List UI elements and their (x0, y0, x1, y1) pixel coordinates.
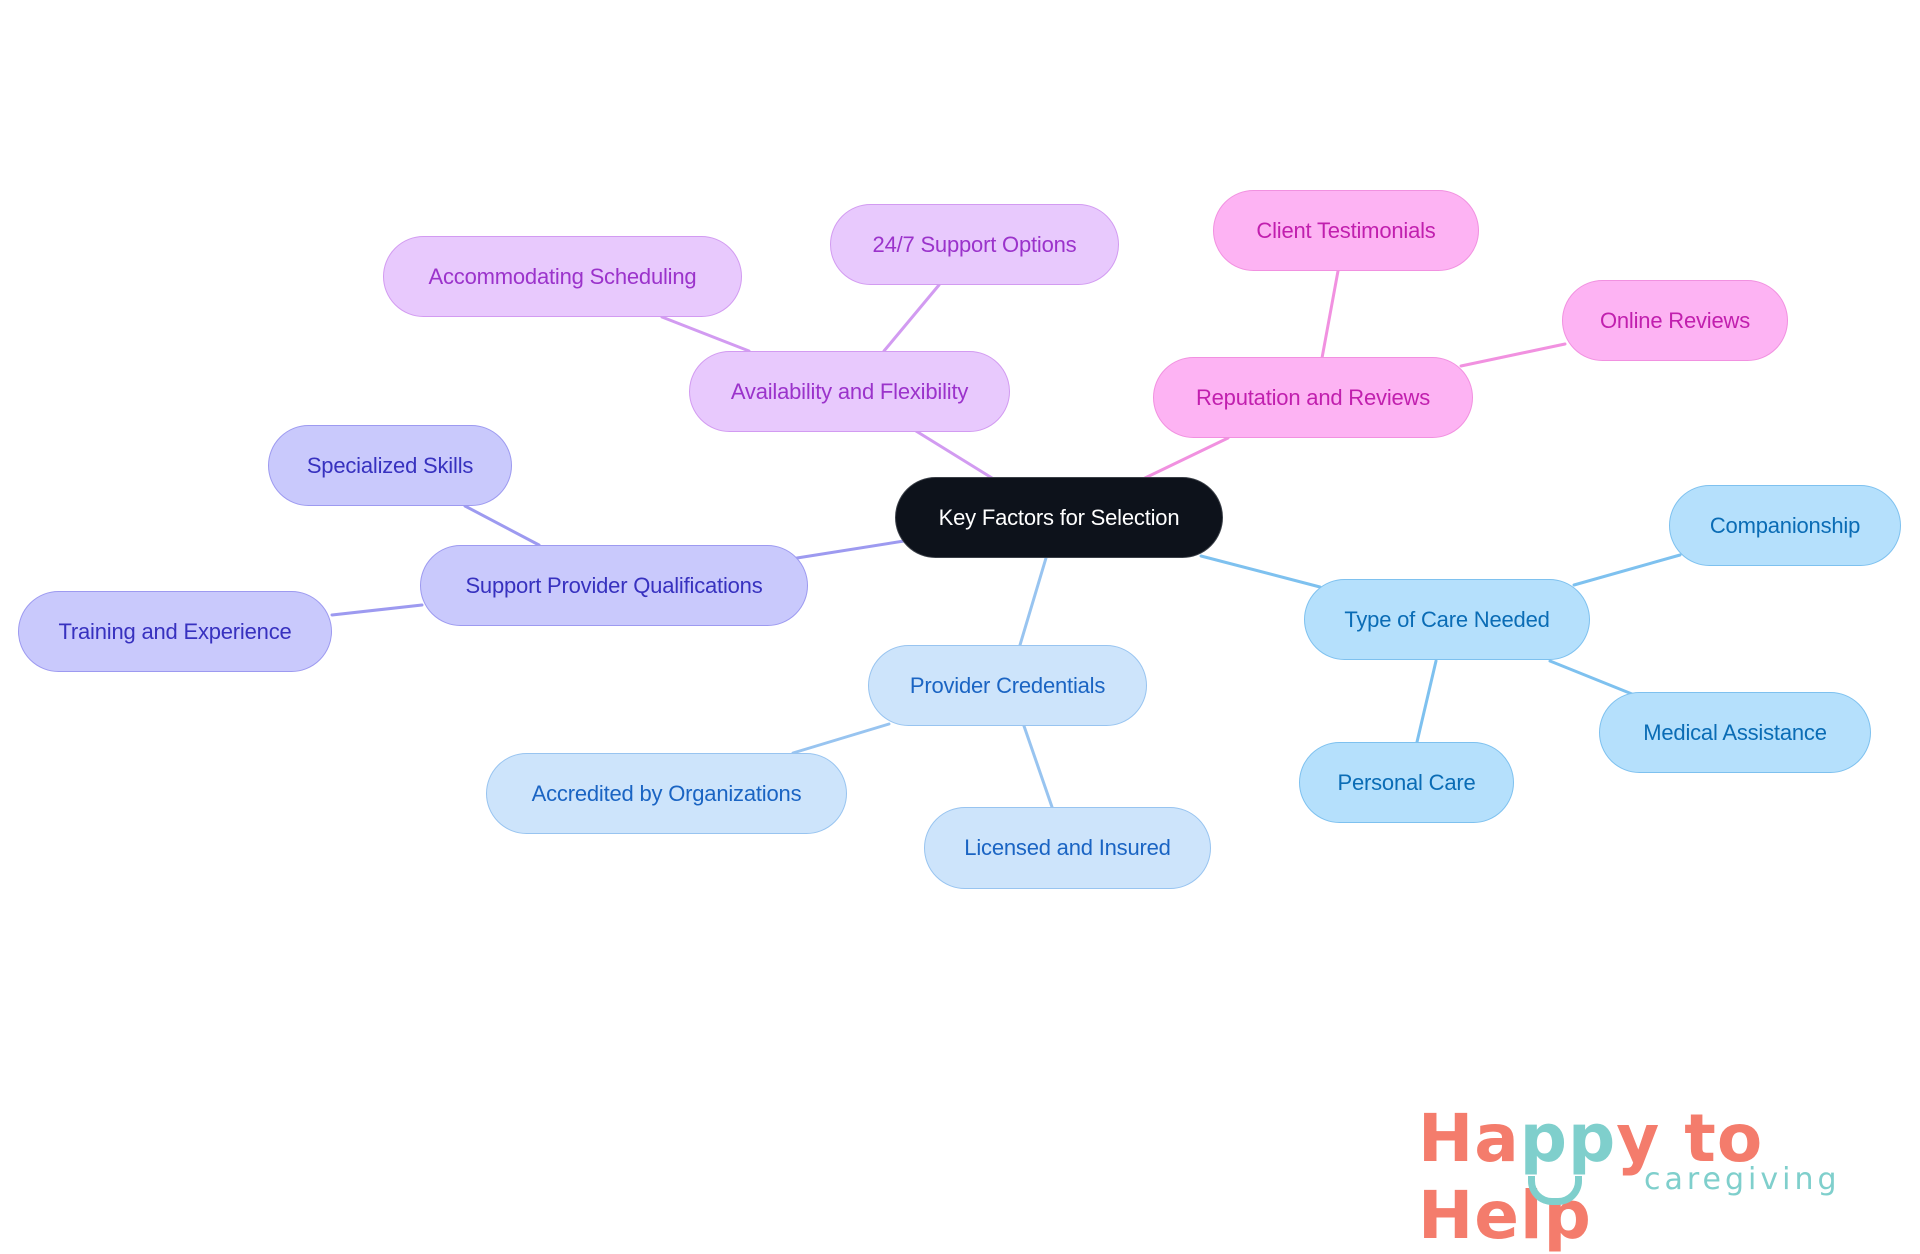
node-label: Personal Care (1337, 769, 1476, 795)
node-label: Client Testimonials (1256, 217, 1436, 243)
node-medical-assistance[interactable]: Medical Assistance (1599, 692, 1871, 773)
node-companionship[interactable]: Companionship (1669, 485, 1901, 566)
node-label: 24/7 Support Options (872, 231, 1077, 257)
node-availability-and-flexibility[interactable]: Availability and Flexibility (689, 351, 1010, 432)
edge-root-availability (914, 429, 994, 480)
node-specialized-skills[interactable]: Specialized Skills (268, 425, 512, 506)
edge-availability-accommodating (660, 315, 751, 353)
smile-icon (1528, 1176, 1582, 1205)
edge-qualifications-training (330, 603, 424, 617)
node-personal-care[interactable]: Personal Care (1299, 742, 1514, 823)
node-24-7-support-options[interactable]: 24/7 Support Options (830, 204, 1119, 285)
node-label: Type of Care Needed (1344, 606, 1550, 632)
node-online-reviews[interactable]: Online Reviews (1562, 280, 1788, 361)
node-label: Reputation and Reviews (1195, 384, 1431, 410)
node-licensed-and-insured[interactable]: Licensed and Insured (924, 807, 1211, 889)
node-label: Accommodating Scheduling (428, 263, 697, 289)
edge-credentials-licensed (1022, 724, 1054, 809)
node-label: Accredited by Organizations (531, 780, 802, 806)
edge-root-typeofcare (1199, 554, 1322, 589)
edge-reputation-testimonials (1320, 269, 1340, 360)
edge-availability-247 (882, 283, 941, 353)
edge-typeofcare-medical (1548, 659, 1634, 696)
node-label: Availability and Flexibility (730, 378, 969, 404)
mind-map-edges (330, 269, 1682, 809)
node-label: Medical Assistance (1643, 719, 1827, 745)
edge-credentials-accredited (791, 722, 891, 755)
root-node-label: Key Factors for Selection (938, 504, 1180, 530)
node-reputation-and-reviews[interactable]: Reputation and Reviews (1153, 357, 1473, 438)
node-client-testimonials[interactable]: Client Testimonials (1213, 190, 1479, 271)
node-accredited-by-organizations[interactable]: Accredited by Organizations (486, 753, 847, 834)
edge-reputation-online (1459, 342, 1567, 368)
node-label: Support Provider Qualifications (465, 572, 763, 598)
node-accommodating-scheduling[interactable]: Accommodating Scheduling (383, 236, 742, 317)
node-provider-credentials[interactable]: Provider Credentials (868, 645, 1147, 726)
node-type-of-care-needed[interactable]: Type of Care Needed (1304, 579, 1590, 660)
edge-qualifications-specialized (463, 504, 541, 547)
logo-text-pp: pp (1519, 1100, 1617, 1177)
edge-root-reputation (1143, 436, 1230, 480)
node-label: Provider Credentials (909, 672, 1106, 698)
edge-root-qualifications (795, 539, 906, 560)
node-training-and-experience[interactable]: Training and Experience (18, 591, 332, 672)
node-label: Online Reviews (1599, 307, 1751, 333)
node-support-provider-qualifications[interactable]: Support Provider Qualifications (420, 545, 808, 626)
node-label: Licensed and Insured (964, 835, 1171, 860)
edge-typeofcare-personal (1415, 659, 1438, 744)
node-label: Training and Experience (58, 618, 292, 644)
root-node[interactable]: Key Factors for Selection (895, 477, 1223, 558)
edge-root-credentials (1018, 556, 1048, 647)
happy-to-help-logo: Happy to Help caregiving (1418, 1100, 1878, 1254)
logo-text-ha: Ha (1418, 1100, 1520, 1177)
edge-typeofcare-companionship (1572, 553, 1682, 587)
logo-tagline: caregiving (1644, 1162, 1841, 1197)
node-label: Companionship (1709, 512, 1861, 538)
node-label: Specialized Skills (306, 452, 474, 478)
